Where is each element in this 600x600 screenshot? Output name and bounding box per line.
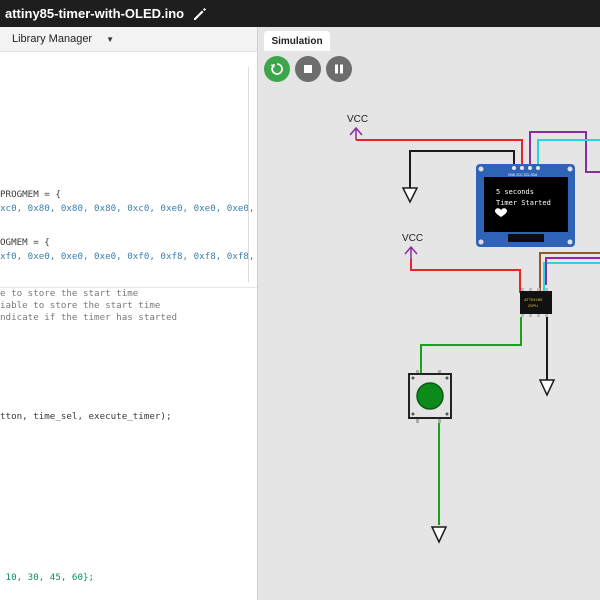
- vcc-label: VCC: [347, 114, 368, 125]
- stop-button[interactable]: [295, 56, 321, 82]
- heart-icon: [495, 208, 507, 217]
- code-line: 10, 30, 45, 60};: [0, 572, 95, 583]
- code-line: xc0, 0x80, 0x80, 0x80, 0xc0, 0xe0, 0xe0,…: [0, 203, 255, 214]
- oled-pin-labels: GND VCC SCL SDA: [508, 173, 538, 177]
- pane-divider[interactable]: [257, 27, 258, 600]
- pause-button[interactable]: [326, 56, 352, 82]
- title-bar: attiny85-timer-with-OLED.ino: [0, 0, 600, 27]
- wire-brown[interactable]: [539, 252, 600, 293]
- simulation-pane: VCC GND VCC SCL SDA 5 seconds Timer S: [258, 27, 600, 600]
- chevron-down-icon[interactable]: ▼: [106, 34, 115, 44]
- pause-icon: [335, 64, 343, 74]
- stop-icon: [304, 65, 312, 73]
- wire-black[interactable]: [409, 150, 515, 188]
- circuit-canvas[interactable]: VCC GND VCC SCL SDA 5 seconds Timer S: [258, 27, 600, 600]
- code-area[interactable]: PROGMEM = { xc0, 0x80, 0x80, 0x80, 0xc0,…: [0, 52, 258, 600]
- wire-cyan[interactable]: [537, 139, 600, 168]
- vcc-symbol[interactable]: VCC: [347, 114, 368, 140]
- wire-red[interactable]: [356, 139, 523, 168]
- chip-label-1: ATTINY85: [524, 297, 543, 302]
- wire-purple[interactable]: [529, 131, 600, 173]
- code-line: PROGMEM = {: [0, 189, 61, 200]
- ground-symbol-3[interactable]: [430, 526, 448, 544]
- oled-line-2: Timer Started: [496, 199, 551, 207]
- scroll-guide: [248, 67, 249, 282]
- vcc-label-2: VCC: [402, 233, 423, 244]
- section-divider: [0, 287, 258, 288]
- code-line: tton, time_sel, execute_timer);: [0, 411, 172, 422]
- ground-symbol-2[interactable]: [538, 379, 556, 397]
- code-line: xf0, 0xe0, 0xe0, 0xe0, 0xf0, 0xf8, 0xf8,…: [0, 251, 255, 262]
- oled-line-1: 5 seconds: [496, 188, 534, 196]
- wire-cyan-2[interactable]: [543, 262, 600, 293]
- wire-red-2[interactable]: [410, 259, 521, 293]
- code-line: iable to store the start time: [0, 300, 161, 311]
- pencil-icon[interactable]: [192, 6, 208, 22]
- ground-symbol[interactable]: [401, 187, 419, 204]
- wire-green[interactable]: [420, 317, 522, 373]
- code-line: OGMEM = {: [0, 237, 50, 248]
- oled-display[interactable]: GND VCC SCL SDA 5 seconds Timer Started: [476, 164, 575, 247]
- code-editor-pane: Library Manager ▼ PROGMEM = { xc0, 0x80,…: [0, 27, 258, 600]
- project-title[interactable]: attiny85-timer-with-OLED.ino: [5, 6, 185, 21]
- code-line: ndicate if the timer has started: [0, 312, 178, 323]
- restart-icon: [270, 63, 283, 75]
- wire-purple-2[interactable]: [545, 257, 600, 285]
- chip-label-2: 20PU: [528, 303, 538, 308]
- simulation-tabbar: Simulation: [258, 27, 600, 51]
- pushbutton[interactable]: [408, 370, 452, 423]
- tab-simulation[interactable]: Simulation: [264, 31, 330, 51]
- attiny85-chip[interactable]: ATTINY85 20PU: [520, 288, 552, 317]
- code-line: e to store the start time: [0, 288, 139, 299]
- tab-library-manager[interactable]: Library Manager: [12, 33, 93, 45]
- restart-button[interactable]: [264, 56, 290, 82]
- editor-tabs: Library Manager ▼: [0, 27, 258, 52]
- vcc-symbol-2[interactable]: VCC: [402, 233, 423, 259]
